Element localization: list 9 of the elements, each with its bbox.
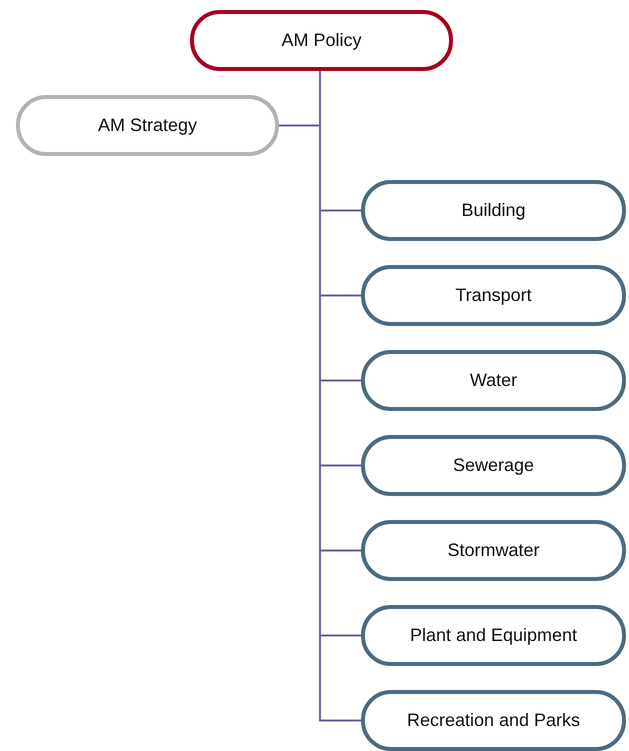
box-label: Plant and Equipment <box>410 625 578 646</box>
box-label: Stormwater <box>447 540 540 561</box>
box-label: AM Strategy <box>98 115 198 136</box>
box-label: Water <box>470 370 518 391</box>
box-label: Recreation and Parks <box>406 710 580 731</box>
box-label: Transport <box>455 285 532 306</box>
box-label: Building <box>461 200 526 221</box>
box-label: AM Policy <box>281 30 362 51</box>
box-label: Sewerage <box>452 455 534 476</box>
